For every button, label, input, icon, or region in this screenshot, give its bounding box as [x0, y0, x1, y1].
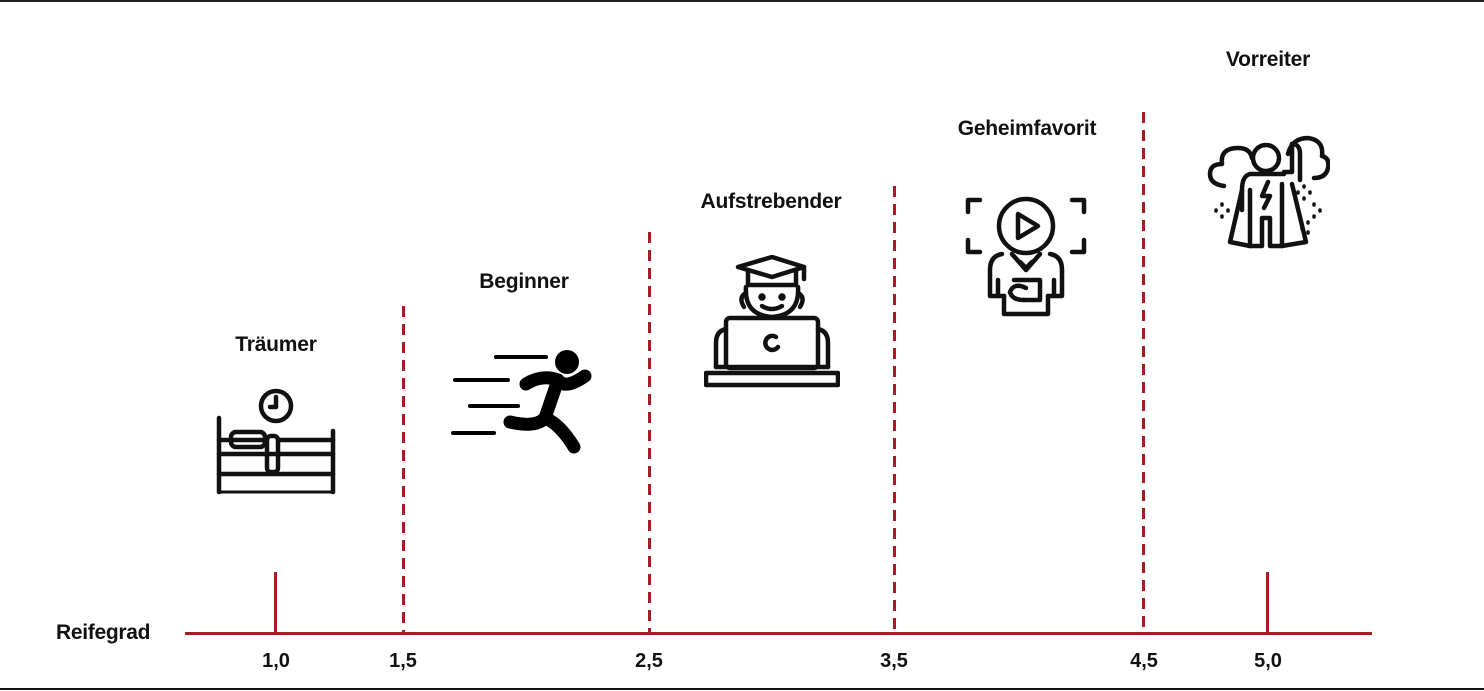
tick-label: 4,5	[1130, 650, 1158, 672]
stage-title-vorreiter: Vorreiter	[1225, 48, 1311, 71]
tick-5-0	[1266, 572, 1269, 634]
tick-1-0	[274, 572, 277, 634]
bed-clock-icon	[214, 388, 338, 496]
superhero-cloud-icon	[1206, 134, 1330, 256]
boundary-4-5	[1142, 112, 1145, 633]
tick-label: 1,0	[262, 650, 290, 672]
stage-title-aufstrebender: Aufstrebender	[700, 190, 842, 213]
top-border	[0, 0, 1484, 2]
play-head-person-icon	[964, 196, 1088, 318]
tick-label: 2,5	[635, 650, 663, 672]
tick-label: 3,5	[880, 650, 908, 672]
boundary-1-5	[402, 306, 405, 633]
axis-label: Reifegrad	[56, 621, 151, 644]
boundary-3-5	[893, 186, 896, 633]
tick-label: 5,0	[1254, 650, 1282, 672]
stage-title-traeumer: Träumer	[235, 333, 317, 356]
stage-title-beginner: Beginner	[479, 270, 569, 293]
graduate-laptop-icon	[704, 255, 840, 389]
tick-label: 1,5	[389, 650, 417, 672]
running-person-icon	[450, 348, 600, 456]
axis-line	[185, 632, 1372, 635]
boundary-2-5	[648, 232, 651, 633]
stage-title-geheimfavorit: Geheimfavorit	[957, 117, 1097, 140]
bottom-border	[0, 688, 1484, 690]
